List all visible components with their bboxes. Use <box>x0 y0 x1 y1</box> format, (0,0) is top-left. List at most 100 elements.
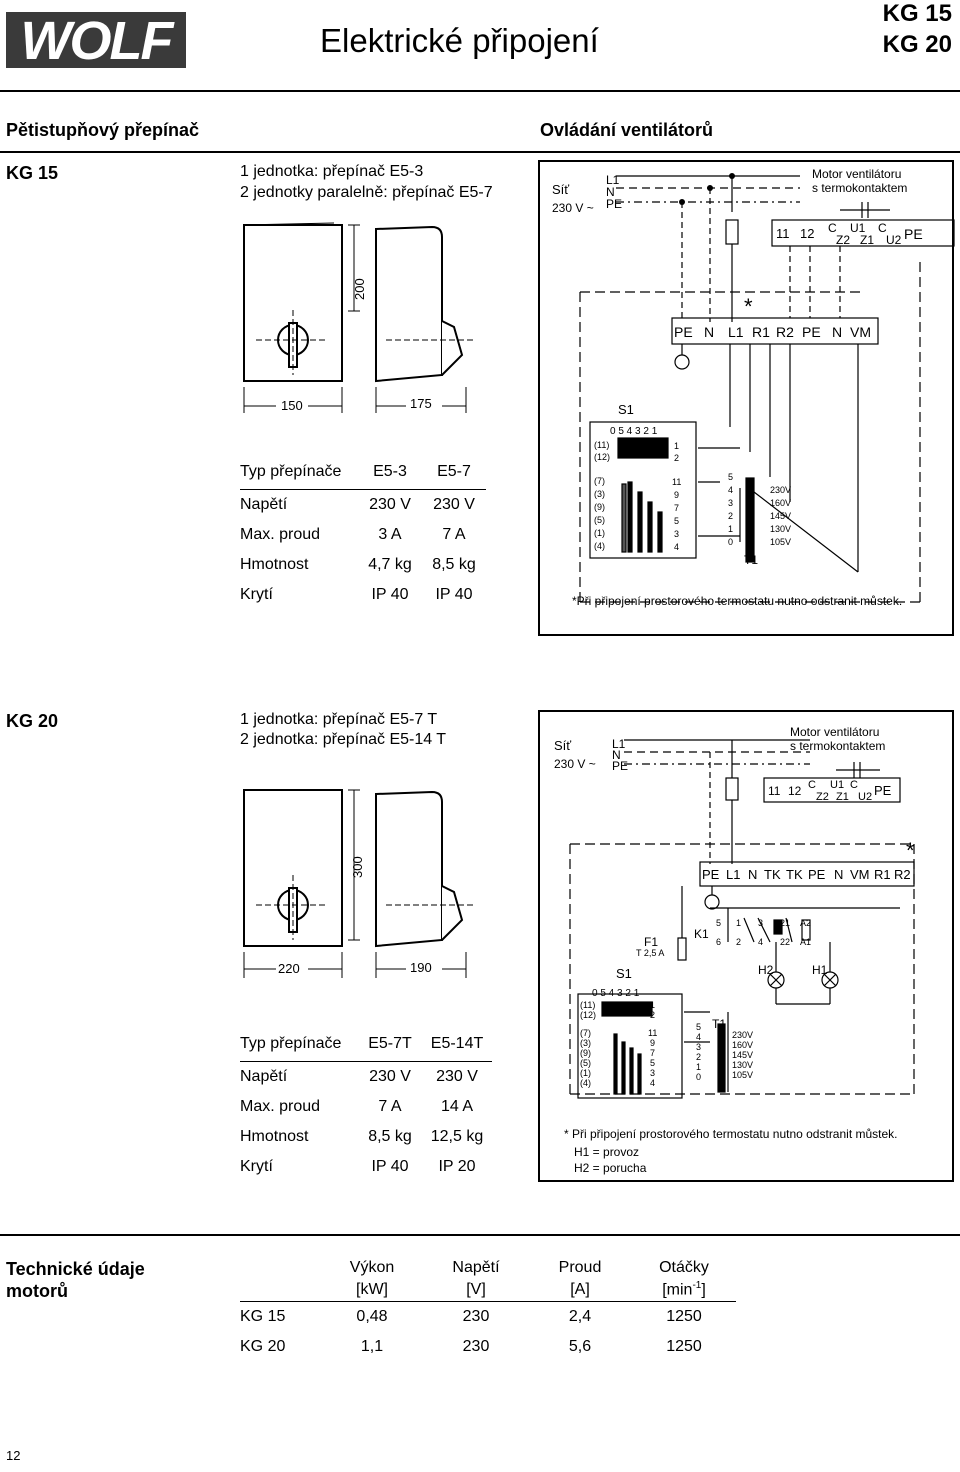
kg15-dim-height: 200 <box>352 278 367 300</box>
svg-text:230 V ~: 230 V ~ <box>552 201 594 215</box>
spec-cell: 14 A <box>440 1098 474 1115</box>
svg-text:230 V ~: 230 V ~ <box>554 757 596 771</box>
svg-text:PE: PE <box>808 867 826 882</box>
motor-cell: KG 15 <box>240 1308 286 1325</box>
model-code-kg20: KG 20 <box>882 31 952 58</box>
svg-text:160V: 160V <box>770 498 791 508</box>
svg-text:145V: 145V <box>732 1050 753 1060</box>
spec-header-row: Typ přepínače E5-7T E5-14T <box>240 1027 492 1062</box>
motor-cell: 0,48 <box>356 1308 388 1325</box>
svg-text:R1: R1 <box>874 867 891 882</box>
kg20-dim-width-1: 220 <box>278 961 300 976</box>
svg-text:VM: VM <box>850 867 870 882</box>
motor-col-name: Proud <box>558 1259 602 1276</box>
page-title: Elektrické připojení <box>320 22 599 59</box>
svg-text:12: 12 <box>788 784 802 798</box>
svg-text:1: 1 <box>728 524 733 534</box>
svg-text:3: 3 <box>650 1068 655 1078</box>
header-rule <box>0 90 960 92</box>
svg-text:105V: 105V <box>770 537 791 547</box>
kg15-unit-line-2: 2 jednotky paralelně: přepínač E5-7 <box>240 184 493 201</box>
svg-text:Motor ventilátoru: Motor ventilátoru <box>812 167 901 181</box>
motor-section-rule <box>0 1234 960 1236</box>
svg-text:A2: A2 <box>800 918 811 928</box>
svg-text:L1: L1 <box>726 867 740 882</box>
svg-text:H2 = porucha: H2 = porucha <box>574 1161 647 1175</box>
spec-cell: Krytí <box>240 1158 273 1175</box>
svg-text:(4): (4) <box>580 1078 591 1088</box>
svg-text:(3): (3) <box>594 489 605 499</box>
motor-col-name: Výkon <box>349 1259 395 1276</box>
svg-text:C: C <box>808 779 816 791</box>
svg-text:5: 5 <box>728 472 733 482</box>
svg-text:*: * <box>906 838 915 863</box>
svg-text:C: C <box>878 221 887 235</box>
svg-text:L1: L1 <box>606 173 620 187</box>
svg-text:Z2: Z2 <box>816 791 829 803</box>
svg-text:T1: T1 <box>712 1017 726 1031</box>
spec-cell: IP 40 <box>371 586 409 603</box>
spec-cell: 7 A <box>442 526 466 543</box>
spec-cell: 230 V <box>369 496 411 513</box>
kg20-unit-line-2: 2 jednotka: přepínač E5-14 T <box>240 731 447 748</box>
svg-text:H1: H1 <box>812 963 828 977</box>
svg-text:PE: PE <box>904 226 923 242</box>
svg-text:Z1: Z1 <box>836 791 849 803</box>
svg-text:Z2: Z2 <box>836 233 850 247</box>
svg-text:(1): (1) <box>580 1068 591 1078</box>
spec-cell: Krytí <box>240 586 273 603</box>
svg-text:R1: R1 <box>752 324 770 340</box>
svg-text:(12): (12) <box>580 1010 596 1020</box>
spec-cell: Max. proud <box>240 526 321 543</box>
motor-unit-empty <box>240 1279 320 1302</box>
motor-cell: 1,1 <box>360 1338 384 1355</box>
svg-text:4: 4 <box>674 542 679 552</box>
motor-cell: 1250 <box>666 1338 702 1355</box>
svg-text:(9): (9) <box>580 1048 591 1058</box>
svg-text:U2: U2 <box>858 791 872 803</box>
svg-text:145V: 145V <box>770 511 791 521</box>
motor-cell: 5,6 <box>568 1338 592 1355</box>
svg-text:22: 22 <box>780 937 790 947</box>
spec-cell: Napětí <box>240 496 288 513</box>
kg15-dim-width-2: 175 <box>410 396 432 411</box>
kg15-switch-drawing <box>243 222 476 413</box>
motor-cell: KG 20 <box>240 1338 286 1355</box>
svg-text:N: N <box>704 324 714 340</box>
svg-text:3: 3 <box>758 918 763 928</box>
svg-text:21: 21 <box>780 918 790 928</box>
svg-text:130V: 130V <box>732 1060 753 1070</box>
svg-text:7: 7 <box>674 503 679 513</box>
svg-text:6: 6 <box>716 937 721 947</box>
svg-text:5: 5 <box>650 1058 655 1068</box>
spec-header-col2: E5-7 <box>422 455 486 490</box>
svg-text:(11): (11) <box>580 1000 595 1010</box>
motor-header-empty <box>240 1257 320 1279</box>
svg-text:5: 5 <box>696 1022 701 1032</box>
svg-text:s termokontaktem: s termokontaktem <box>812 181 907 195</box>
svg-text:(3): (3) <box>580 1038 591 1048</box>
kg20-unit-line-1: 1 jednotka: přepínač E5-7 T <box>240 711 438 728</box>
svg-text:4: 4 <box>696 1032 701 1042</box>
svg-text:TK: TK <box>786 867 803 882</box>
svg-text:T1: T1 <box>744 553 758 567</box>
motor-col-unit-base: [min <box>662 1281 693 1299</box>
svg-text:2: 2 <box>674 453 679 463</box>
spec-cell: 8,5 kg <box>368 1128 412 1145</box>
kg20-label: KG 20 <box>6 711 59 731</box>
spec-cell: Napětí <box>240 1068 288 1085</box>
motor-col-unit-exp: -1 <box>692 1280 702 1292</box>
svg-text:s termokontaktem: s termokontaktem <box>790 739 885 753</box>
svg-text:9: 9 <box>650 1038 655 1048</box>
svg-text:PE: PE <box>612 759 628 773</box>
svg-text:1: 1 <box>736 918 741 928</box>
kg20-switch-drawing <box>243 789 476 978</box>
svg-text:3: 3 <box>728 498 733 508</box>
svg-text:(1): (1) <box>594 528 605 538</box>
svg-text:1: 1 <box>674 441 679 451</box>
